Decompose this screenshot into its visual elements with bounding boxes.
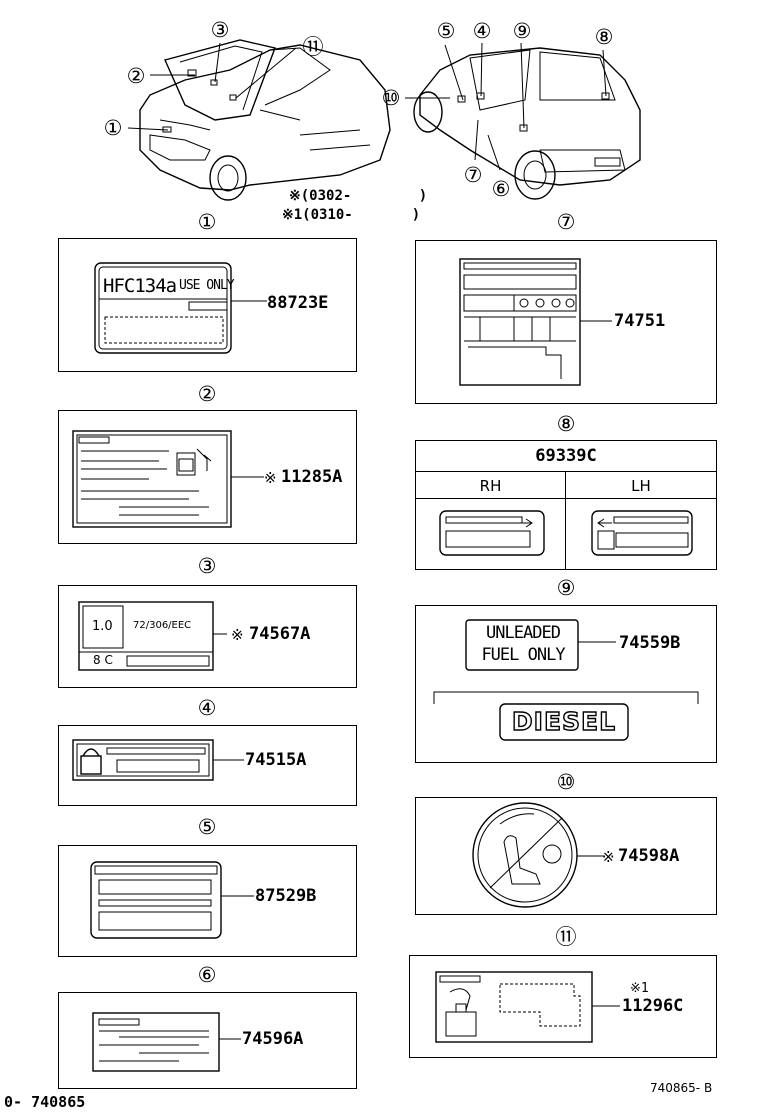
- part-prefix-3: ※: [231, 626, 244, 644]
- hfc-label-drawing: [94, 262, 267, 354]
- legend-line-2: ※1(0310- ): [282, 207, 421, 223]
- marker-9: ⑨: [556, 576, 576, 600]
- tire-label-drawing: [90, 861, 254, 939]
- part-number-6: 74596A: [242, 1029, 304, 1049]
- marker-7-top: ⑦: [463, 163, 483, 187]
- label-box-3: 1.0 72/306/EEC 8 C ※ 74567A: [58, 585, 357, 688]
- marker-8-top: ⑧: [594, 25, 614, 49]
- part-prefix-11: ※1: [630, 981, 649, 996]
- hfc-text-b: USE ONLY: [179, 278, 235, 293]
- part-number-2: 11285A: [281, 467, 343, 487]
- column-lh: LH: [631, 477, 651, 495]
- marker-3: ③: [197, 554, 217, 578]
- unleaded-text-2: FUEL ONLY: [481, 645, 565, 665]
- hfc-text-a: HFC134a: [103, 275, 177, 297]
- emission-value: 1.0: [92, 619, 113, 634]
- part-number-3: 74567A: [249, 624, 311, 644]
- label-box-10: ※ 74598A: [415, 797, 717, 915]
- marker-11-top: ⑪: [302, 35, 324, 59]
- emission-code: 72/306/EEC: [133, 620, 192, 631]
- label-box-7: 74751: [415, 240, 717, 404]
- marker-5: ⑤: [197, 815, 217, 839]
- label-box-2: ※ 11285A: [58, 410, 357, 544]
- airbag-info-label-drawing: [92, 1012, 241, 1072]
- child-protector-labels-drawing: [439, 510, 693, 556]
- part-number-9: 74559B: [619, 633, 681, 653]
- refrigerant-label-drawing: [72, 430, 264, 528]
- marker-11: ⑪: [555, 925, 577, 949]
- marker-4-top: ④: [472, 19, 492, 43]
- emission-label-drawing: [78, 601, 227, 671]
- part-prefix-10: ※: [602, 848, 615, 866]
- column-rh: RH: [479, 477, 502, 495]
- tire-pressure-label-drawing: [459, 258, 612, 386]
- unleaded-text-1: UNLEADED: [486, 623, 561, 643]
- label-box-5: 87529B: [58, 845, 357, 957]
- marker-3-top: ③: [210, 18, 230, 42]
- marker-6: ⑥: [197, 963, 217, 987]
- marker-10-top: ⑩: [381, 86, 401, 110]
- marker-5-top: ⑤: [436, 19, 456, 43]
- rear-car-illustration: [405, 42, 641, 200]
- fuel-labels-drawing: [433, 619, 699, 741]
- marker-6-top: ⑥: [491, 177, 511, 201]
- marker-4: ④: [197, 696, 217, 720]
- table-subheader-divider: [416, 498, 716, 499]
- diesel-text: DIESEL: [511, 706, 617, 736]
- label-box-1: HFC134a USE ONLY 88723E: [58, 238, 357, 372]
- table-header-divider: [416, 471, 716, 472]
- label-box-11: ※1 11296C: [409, 955, 717, 1058]
- airbag-warning-drawing: [472, 802, 604, 908]
- emission-bottom: 8 C: [93, 653, 113, 667]
- legend-line-1: ※(0302- ): [289, 188, 428, 204]
- marker-8: ⑧: [556, 412, 576, 436]
- coolant-label-drawing: [435, 971, 620, 1043]
- front-car-illustration: [127, 39, 391, 201]
- part-number-10: 74598A: [618, 846, 680, 866]
- warning-label-drawing: [72, 739, 244, 781]
- marker-10: ⑩: [556, 770, 576, 794]
- part-prefix-2: ※: [264, 469, 277, 487]
- label-box-4: 74515A: [58, 725, 357, 806]
- marker-2: ②: [197, 382, 217, 406]
- marker-9-top: ⑨: [512, 19, 532, 43]
- part-number-7: 74751: [614, 311, 666, 331]
- label-box-6: 74596A: [58, 992, 357, 1089]
- diagram-reference: 740865- B: [650, 1081, 713, 1095]
- label-box-9: UNLEADED FUEL ONLY 74559B DIESEL: [415, 605, 717, 763]
- table-col-divider: [565, 471, 566, 569]
- page-code: 0- 740865: [4, 1093, 86, 1111]
- part-number-4: 74515A: [245, 750, 307, 770]
- label-box-8: 69339C RH LH: [415, 440, 717, 570]
- marker-7: ⑦: [556, 210, 576, 234]
- part-number-8: 69339C: [535, 446, 597, 466]
- part-number-1: 88723E: [267, 293, 329, 313]
- marker-1-top: ①: [103, 116, 123, 140]
- marker-1: ①: [197, 210, 217, 234]
- marker-2-top: ②: [126, 64, 146, 88]
- part-number-5: 87529B: [255, 886, 317, 906]
- part-number-11: 11296C: [622, 996, 684, 1016]
